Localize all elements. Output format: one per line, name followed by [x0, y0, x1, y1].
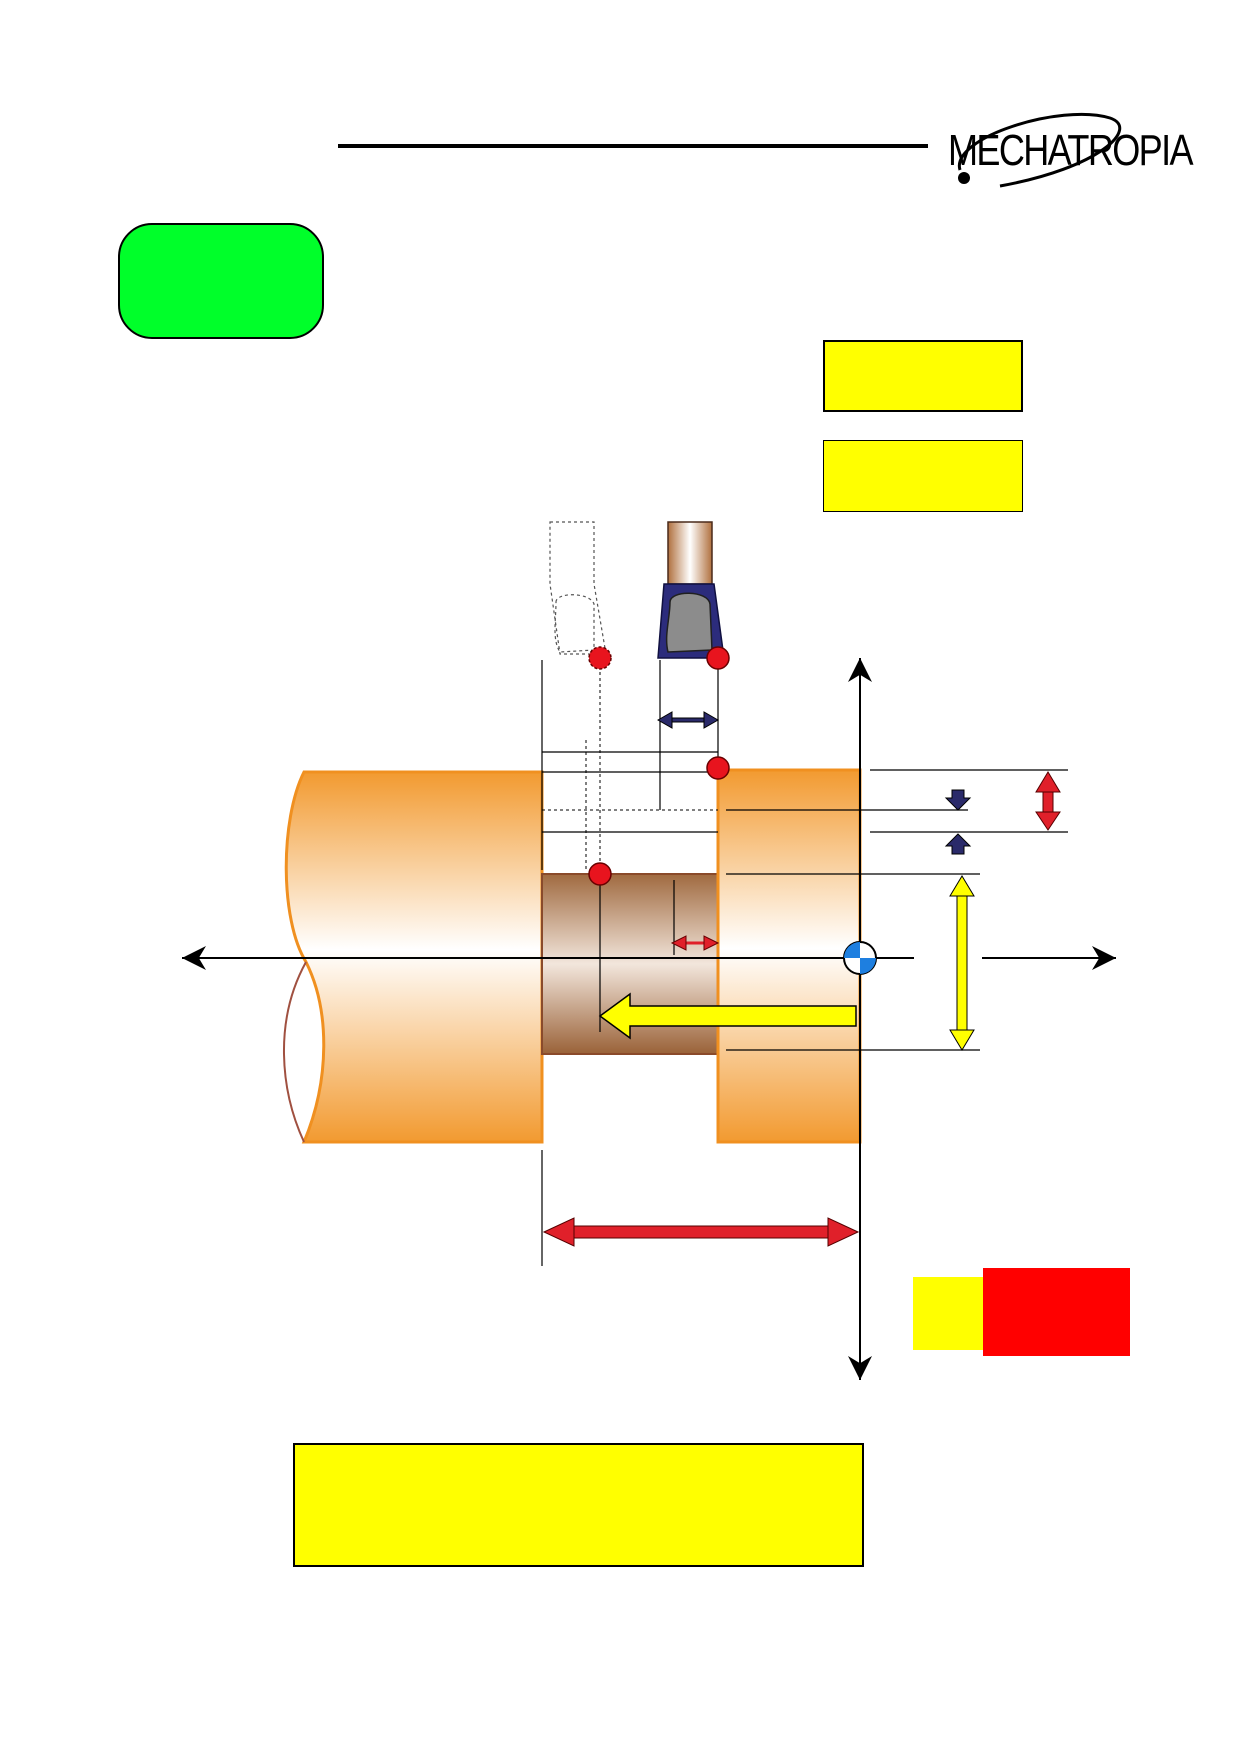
- grooving-tool-icon: [657, 521, 725, 659]
- point-surface: [706, 756, 730, 780]
- point-groove-bottom: [588, 862, 612, 886]
- workpiece-zero-icon: [843, 941, 877, 975]
- title-badge: [118, 223, 324, 339]
- mechatropia-logo: MECHATROPIA: [940, 98, 1194, 194]
- legend-yellow-swatch: [913, 1277, 991, 1350]
- label-box-bottom: [823, 440, 1023, 512]
- groove-position-arrow: [542, 1217, 860, 1247]
- feed-arrow: [598, 992, 857, 1040]
- tool-width-arrow: [656, 711, 720, 729]
- workpiece-end-curve: [283, 961, 307, 1143]
- footer-note-box: [293, 1443, 864, 1567]
- workpiece-right: [716, 768, 862, 1144]
- legend-red-swatch: [983, 1268, 1130, 1356]
- depth-arrow: [1035, 771, 1061, 831]
- point-tool: [706, 646, 730, 670]
- clearance-arrows: [944, 789, 972, 855]
- groove-diameter-arrow: [949, 875, 975, 1051]
- logo-text: MECHATROPIA: [948, 126, 1194, 175]
- grooving-tool-outline-icon: [549, 521, 607, 655]
- extension-lines: [541, 660, 1068, 1266]
- header-rule: [338, 144, 928, 148]
- logo-orbit-icon: [958, 113, 1122, 188]
- point-previous: [588, 646, 612, 670]
- reference-points: [588, 646, 730, 886]
- dotted-lines: [542, 660, 718, 870]
- groove-width-arrow: [670, 935, 720, 951]
- label-box-top: [823, 340, 1023, 412]
